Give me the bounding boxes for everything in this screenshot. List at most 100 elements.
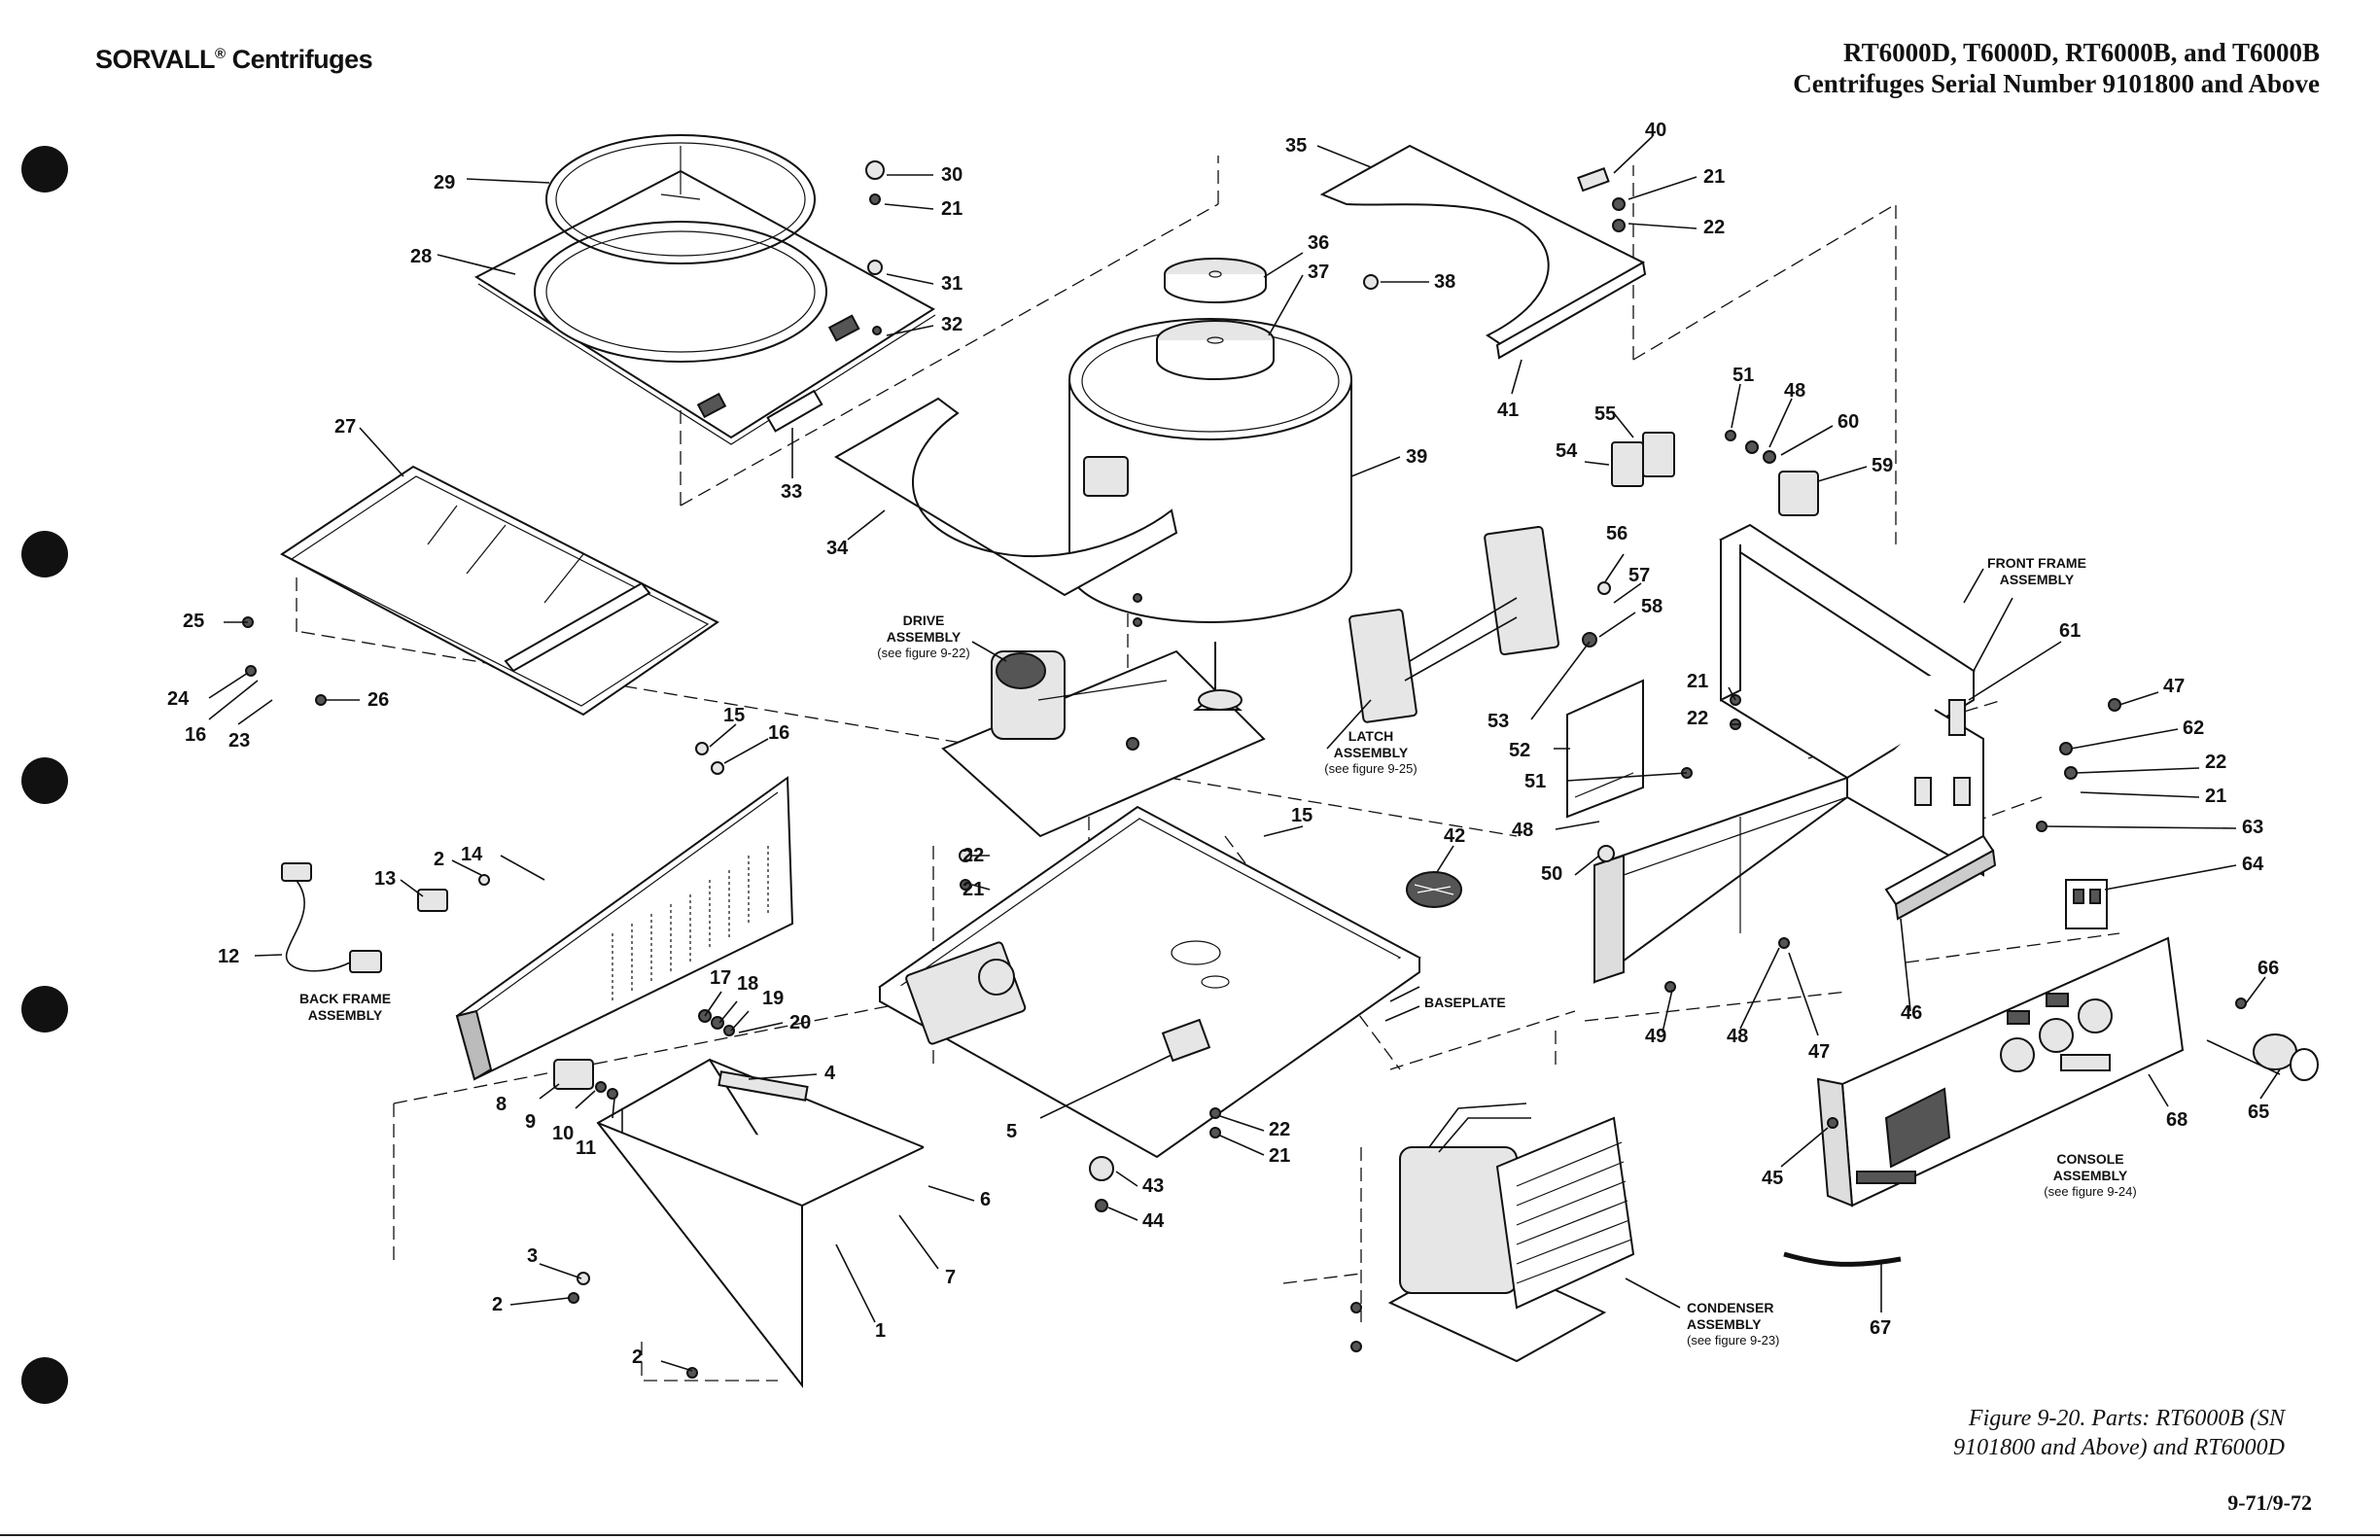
callout-15: 15: [1291, 805, 1312, 826]
registered-mark: ®: [215, 46, 226, 62]
latch-assembly-label-2: ASSEMBLY: [1334, 745, 1409, 760]
callout-34: 34: [826, 538, 849, 559]
callout-16: 16: [768, 722, 789, 744]
callout-47: 47: [2163, 676, 2185, 697]
rotor-disc: [1156, 258, 1275, 380]
callout-45: 45: [1762, 1168, 1783, 1189]
drive-assembly-label-1: DRIVE: [903, 612, 945, 628]
drain-hose: [1783, 1251, 1902, 1267]
callout-19: 19: [762, 988, 784, 1009]
control-knob: [2206, 1033, 2319, 1081]
callout-50: 50: [1541, 863, 1562, 885]
callout-42: 42: [1444, 825, 1465, 847]
callout-2: 2: [492, 1294, 503, 1315]
callout-22: 22: [962, 845, 984, 866]
binder-hole: [21, 757, 68, 804]
callout-20: 20: [789, 1012, 811, 1033]
callout-15: 15: [723, 705, 745, 726]
condenser-label-2: ASSEMBLY: [1687, 1316, 1762, 1332]
callout-21: 21: [1687, 671, 1708, 692]
callout-60: 60: [1838, 411, 1859, 433]
callout-66: 66: [2258, 958, 2279, 979]
callout-48: 48: [1512, 820, 1533, 841]
callout-21: 21: [1269, 1145, 1290, 1167]
callout-48: 48: [1784, 380, 1805, 402]
callout-13: 13: [374, 868, 396, 890]
power-cord: [281, 862, 382, 973]
callout-11: 11: [576, 1138, 596, 1159]
callout-28: 28: [410, 246, 432, 267]
callout-7: 7: [945, 1267, 956, 1288]
callout-8: 8: [496, 1094, 507, 1115]
callout-51: 51: [1524, 771, 1546, 792]
figure-caption-line2: 9101800 and Above) and RT6000D: [1953, 1435, 2285, 1460]
console-assembly-label-2: ASSEMBLY: [2053, 1168, 2128, 1183]
callout-numbers: 29 28 30 21 31 32 33 27 35 36 37 38 39 3…: [167, 120, 2279, 1368]
callout-21: 21: [941, 198, 962, 220]
back-frame: [455, 776, 794, 1081]
compressor-bracket: [905, 941, 1211, 1063]
callout-44: 44: [1142, 1210, 1165, 1232]
callout-22: 22: [1703, 217, 1725, 238]
callout-25: 25: [183, 611, 204, 632]
binder-hole: [21, 146, 68, 192]
callout-22: 22: [2205, 752, 2226, 773]
callout-6: 6: [980, 1189, 991, 1210]
console-assembly-label-3: (see figure 9-24): [2044, 1184, 2136, 1199]
latch-assembly-label-1: LATCH: [1348, 728, 1393, 744]
callout-27: 27: [334, 416, 356, 438]
callout-16: 16: [185, 724, 206, 746]
callout-48: 48: [1727, 1026, 1748, 1047]
header-title-line2: Centrifuges Serial Number 9101800 and Ab…: [1793, 69, 2320, 98]
callout-53: 53: [1488, 711, 1509, 732]
callout-31: 31: [941, 273, 962, 295]
callout-29: 29: [434, 172, 455, 193]
callout-59: 59: [1872, 455, 1893, 476]
front-frame-label-1: FRONT FRAME: [1987, 555, 2086, 571]
figure-caption-line1: Figure 9-20. Parts: RT6000B (SN: [1968, 1406, 2285, 1431]
callout-2: 2: [632, 1347, 643, 1368]
callout-52: 52: [1509, 740, 1530, 761]
callout-63: 63: [2242, 817, 2263, 838]
callout-21: 21: [962, 879, 984, 900]
callout-41: 41: [1497, 400, 1519, 421]
callout-10: 10: [552, 1123, 574, 1144]
callout-23: 23: [228, 730, 250, 752]
callout-56: 56: [1606, 523, 1628, 544]
drive-assembly-label-2: ASSEMBLY: [887, 629, 962, 645]
thermostat: [1778, 471, 1819, 516]
header-brand: SORVALL® Centrifuges: [95, 45, 373, 75]
header-title: RT6000D, T6000D, RT6000B, and T6000B Cen…: [1793, 37, 2320, 99]
callout-67: 67: [1870, 1317, 1891, 1339]
page-number: 9-71/9-72: [2227, 1490, 2312, 1515]
header-title-line1: RT6000D, T6000D, RT6000B, and T6000B: [1843, 38, 2320, 67]
callout-55: 55: [1594, 403, 1616, 425]
fan-grille: [1406, 871, 1462, 908]
side-panel: [596, 1058, 925, 1388]
bowl-support-plate: [834, 397, 1178, 597]
latch-bracket: [1566, 679, 1644, 819]
relay: [553, 1059, 594, 1090]
callout-21: 21: [2205, 786, 2226, 807]
brand-name: SORVALL: [95, 45, 216, 74]
gasket-ring: [545, 134, 816, 264]
callout-26: 26: [368, 689, 389, 711]
brand-suffix: Centrifuges: [225, 45, 373, 74]
console-assembly-label-1: CONSOLE: [2056, 1151, 2123, 1167]
callout-4: 4: [824, 1063, 836, 1084]
lid-window: [280, 465, 719, 717]
condenser-assembly: [1387, 1102, 1635, 1363]
callout-17: 17: [710, 967, 731, 989]
callout-62: 62: [2183, 718, 2204, 739]
callout-49: 49: [1645, 1026, 1666, 1047]
binder-hole: [21, 1357, 68, 1404]
circuit-breaker: [417, 889, 448, 912]
callout-61: 61: [2059, 620, 2081, 642]
callout-51: 51: [1732, 365, 1754, 386]
callout-54: 54: [1556, 440, 1578, 462]
callout-38: 38: [1434, 271, 1455, 293]
callout-43: 43: [1142, 1175, 1164, 1197]
console-assembly: [1816, 936, 2185, 1208]
callout-46: 46: [1901, 1002, 1922, 1024]
callout-1: 1: [875, 1320, 886, 1342]
